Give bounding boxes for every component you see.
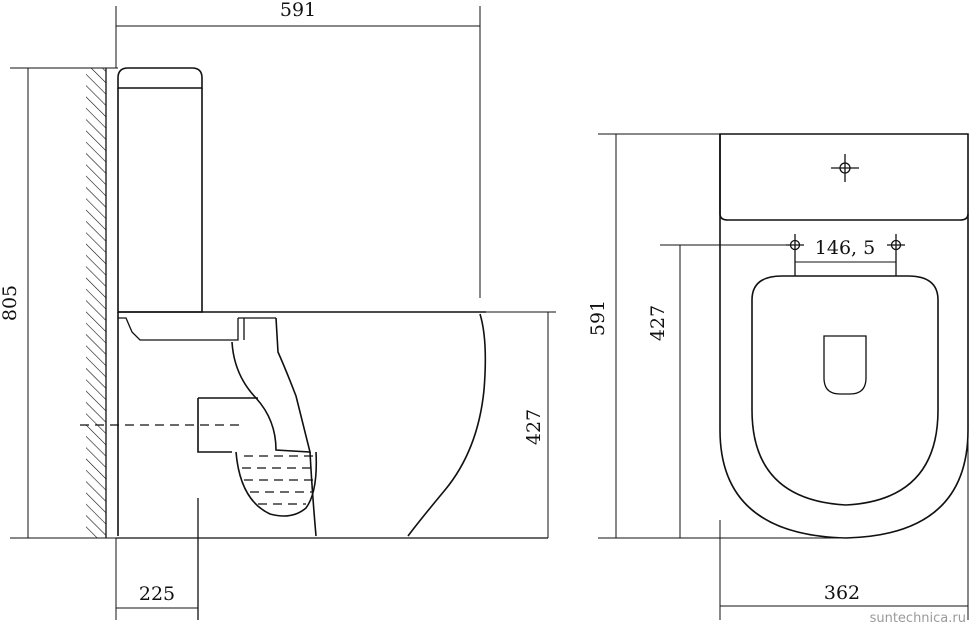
flush-button-icon xyxy=(831,154,859,182)
watermark: suntechnica.ru xyxy=(870,611,966,626)
dim-width-591: 591 xyxy=(115,0,481,298)
top-tank xyxy=(719,134,969,221)
side-view: 591 805 427 225 xyxy=(0,0,556,620)
cistern-body xyxy=(117,88,203,313)
dim-width-362-label: 362 xyxy=(824,582,860,604)
dim-height-805: 805 xyxy=(0,67,118,539)
wall-hatching xyxy=(86,68,107,538)
dim-outlet-label: 225 xyxy=(139,583,175,605)
fixing-hole-left xyxy=(786,234,804,276)
seat-lid xyxy=(751,275,939,506)
water-level-dashes xyxy=(242,455,314,505)
outlet-pipe xyxy=(197,397,258,453)
top-view: 146, 5 591 427 362 xyxy=(587,133,969,620)
bowl-rear-step xyxy=(118,317,239,341)
cistern-tank xyxy=(117,67,203,89)
dim-depth-591: 591 xyxy=(587,133,846,539)
dim-width-362: 362 xyxy=(719,430,969,620)
dim-height-label: 805 xyxy=(0,285,21,321)
dim-seat-height-label: 427 xyxy=(523,409,545,445)
water-trap xyxy=(235,451,318,517)
inner-wall xyxy=(309,451,317,537)
seat-handle xyxy=(823,335,867,395)
bowl-front-profile xyxy=(407,313,487,537)
dim-seat-depth-427: 427 xyxy=(647,244,790,538)
dim-width-label: 591 xyxy=(280,0,316,21)
dim-seat-depth-label: 427 xyxy=(647,305,669,341)
dim-seat-height-427: 427 xyxy=(486,311,556,538)
dim-fixing-spacing-label: 146, 5 xyxy=(815,237,875,259)
dim-outlet-225: 225 xyxy=(115,538,198,620)
dim-depth-label: 591 xyxy=(587,300,609,336)
dim-fixing-spacing: 146, 5 xyxy=(795,237,896,263)
fixing-hole-right xyxy=(887,234,905,276)
top-outline xyxy=(719,133,969,539)
